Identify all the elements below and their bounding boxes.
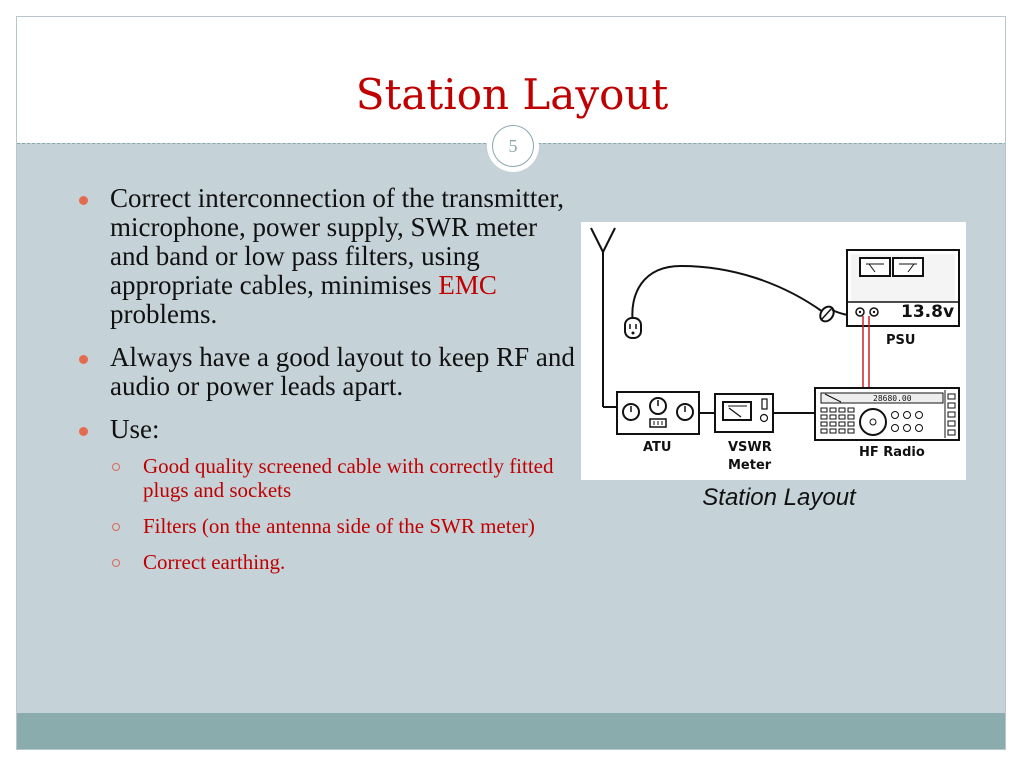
station-diagram-svg: 13.8v PSU ATU — [590, 227, 960, 473]
sub-bullet-list: Good quality screened cable with correct… — [110, 454, 582, 574]
atu-unit — [616, 391, 700, 435]
footer-bar — [17, 713, 1005, 749]
slide-number-badge: 5 — [487, 120, 539, 172]
figure-caption: Station Layout — [702, 484, 856, 511]
atu-label: ATU — [643, 440, 671, 455]
sub-item-earthing: Correct earthing. — [110, 550, 582, 574]
sub-item-filters: Filters (on the antenna side of the SWR … — [110, 514, 582, 538]
bullet-item-layout: Always have a good layout to keep RF and… — [77, 343, 582, 401]
bullet-text-end: problems. — [110, 299, 218, 329]
station-layout-diagram: 13.8v PSU ATU — [581, 222, 966, 480]
vswr-label: VSWR — [728, 440, 772, 455]
sub-item-cable: Good quality screened cable with correct… — [110, 454, 582, 502]
antenna-icon — [590, 227, 616, 407]
bullet-text: Use: — [110, 414, 160, 444]
bullet-item-interconnection: Correct interconnection of the transmitt… — [77, 184, 582, 329]
slide-number: 5 — [508, 135, 518, 156]
bullet-dot-icon — [79, 196, 88, 205]
vswr-meter-unit — [714, 393, 774, 433]
sub-item-text: Good quality screened cable with correct… — [143, 454, 554, 502]
meter-label: Meter — [728, 458, 772, 473]
psu-unit — [846, 249, 960, 327]
emc-highlight: EMC — [438, 270, 497, 300]
bullet-list: Correct interconnection of the transmitt… — [77, 184, 582, 574]
mains-cable — [631, 264, 824, 325]
hollow-bullet-icon — [112, 463, 120, 471]
hf-radio-unit — [814, 387, 960, 441]
hollow-bullet-icon — [112, 523, 120, 531]
slide: Station Layout 5 Correct interconnection… — [16, 16, 1006, 750]
bullet-dot-icon — [79, 355, 88, 364]
radio-frequency-display: 28680.00 — [873, 394, 912, 403]
bullet-text: Correct interconnection of the transmitt… — [110, 183, 565, 300]
bullet-text: Always have a good layout to keep RF and… — [110, 342, 575, 401]
wall-plug-icon — [624, 317, 642, 339]
slide-title: Station Layout — [355, 70, 669, 119]
content-body: Correct interconnection of the transmitt… — [77, 184, 582, 588]
sub-item-text: Correct earthing. — [143, 550, 286, 574]
psu-voltage-label: 13.8v — [901, 302, 954, 322]
mains-connector-icon — [819, 305, 835, 323]
psu-label: PSU — [886, 333, 915, 348]
hf-radio-label: HF Radio — [859, 445, 925, 460]
bullet-dot-icon — [79, 427, 88, 436]
bullet-item-use: Use: Good quality screened cable with co… — [77, 415, 582, 574]
sub-item-text: Filters (on the antenna side of the SWR … — [143, 514, 535, 538]
hollow-bullet-icon — [112, 559, 120, 567]
